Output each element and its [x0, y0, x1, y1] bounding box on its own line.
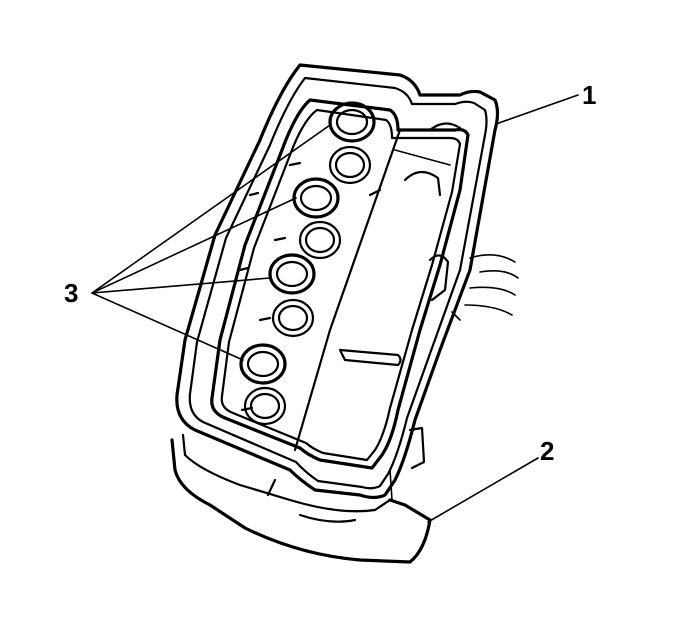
callout-label-3: 3: [64, 278, 78, 308]
leader-line-1: [495, 94, 579, 125]
tube-seal-1: [328, 101, 376, 143]
leader-line-3a: [91, 124, 331, 294]
leader-lines: [91, 94, 579, 523]
callout-label-1: 1: [582, 80, 596, 110]
tube-seal-3: [292, 177, 340, 219]
leader-line-3b: [91, 197, 297, 294]
tube-seal-4: [298, 220, 342, 260]
tube-seal-2: [328, 145, 372, 185]
spark-plug-tube-seals: [239, 101, 376, 426]
tube-seal-5: [268, 253, 316, 295]
tube-seal-6: [271, 298, 315, 338]
leader-line-3c: [91, 277, 271, 294]
callout-label-2: 2: [540, 436, 554, 466]
tube-seal-7: [239, 343, 287, 385]
valve-cover: [175, 63, 500, 500]
leader-line-2: [427, 457, 539, 523]
hand: [451, 254, 519, 321]
leader-line-3d: [91, 292, 244, 361]
tube-seal-8: [243, 386, 287, 426]
